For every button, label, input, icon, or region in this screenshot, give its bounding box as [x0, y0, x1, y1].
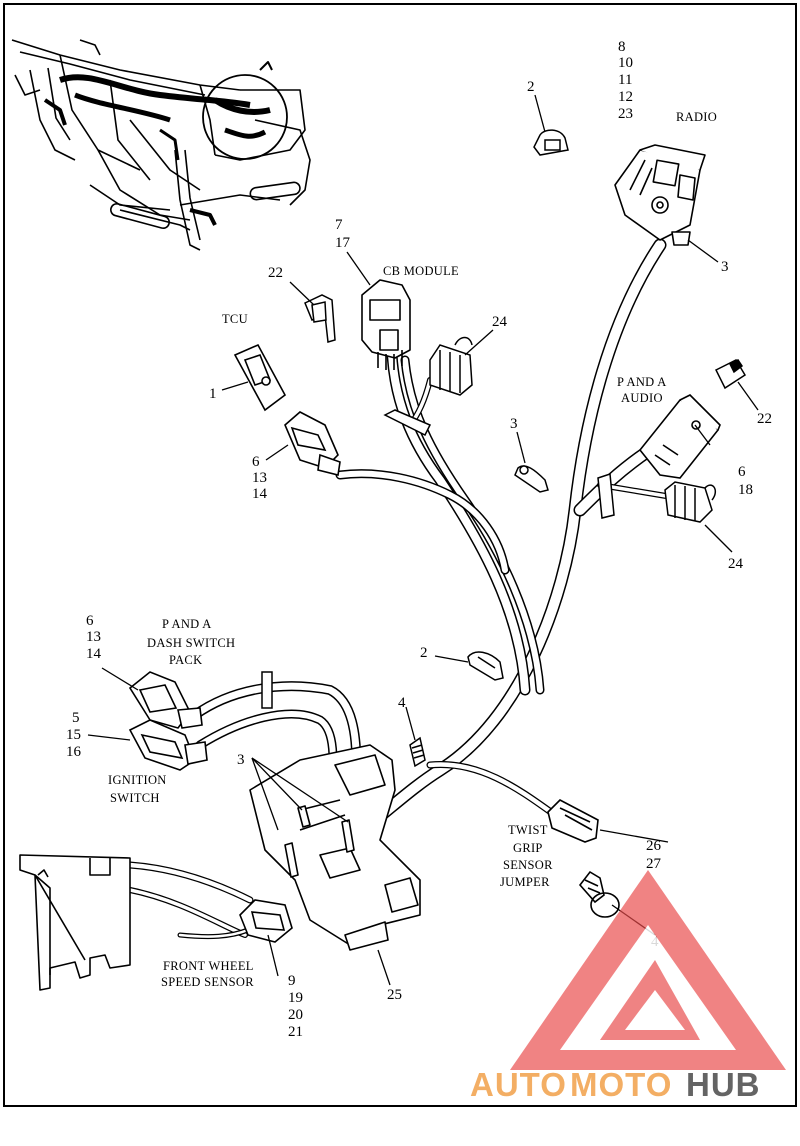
- front-wheel-ref-9: 9: [288, 973, 296, 989]
- pa-dash-label-1: P AND A: [162, 617, 212, 631]
- ignition-ref-15: 15: [66, 727, 81, 743]
- mid-cable-tie: [514, 465, 549, 493]
- cb-module-connector: [361, 279, 411, 370]
- tcu-conn-ref-6: 6: [252, 454, 260, 470]
- ignition-ref-5: 5: [72, 710, 80, 726]
- radio-clip-ref: 2: [527, 79, 535, 95]
- audio-strap-tie: [597, 472, 615, 519]
- radio-ref-11: 11: [618, 72, 632, 88]
- watermark-text-auto: AUTO: [470, 1066, 567, 1103]
- front-wheel-label-2: SPEED SENSOR: [161, 975, 254, 989]
- dash-switch-connector: [128, 671, 203, 729]
- radio-ref-8: 8: [618, 39, 626, 55]
- front-wheel-label-1: FRONT WHEEL: [163, 959, 254, 973]
- pa-audio-label-1: P AND A: [617, 375, 667, 389]
- radio-ref-12: 12: [618, 89, 633, 105]
- harness-wires: [126, 238, 693, 940]
- cb-bracket-ref: 22: [268, 265, 283, 281]
- pa-audio-label-2: AUDIO: [621, 391, 663, 405]
- tcu-label: TCU: [222, 312, 248, 326]
- frame-locator-thumbnail: [11, 39, 311, 251]
- tcu-ref: 1: [209, 386, 217, 402]
- radio-clip: [533, 129, 569, 156]
- cb-ref-7: 7: [335, 217, 343, 233]
- diagram-border: [3, 3, 797, 1107]
- anchor-clip: [409, 736, 426, 768]
- twist-grip-label-4: JUMPER: [500, 875, 550, 889]
- twist-grip-connector: [547, 799, 599, 843]
- radio-ref-10: 10: [618, 55, 633, 71]
- ignition-ref-16: 16: [66, 744, 82, 760]
- tcu-conn-ref-13: 13: [252, 470, 267, 486]
- pa-dash-label-3: PACK: [169, 653, 202, 667]
- cb-bracket: [304, 294, 336, 343]
- cb-module-label: CB MODULE: [383, 264, 459, 278]
- tcu-connector: [233, 343, 287, 412]
- audio-bracket: [714, 359, 747, 390]
- pa-dash-label-2: DASH SWITCH: [147, 636, 235, 650]
- front-wheel-sensor-connector: [239, 899, 293, 943]
- audio-cap: [664, 481, 717, 523]
- twist-grip-ref-26: 26: [646, 838, 662, 854]
- dash-ref-13: 13: [86, 629, 101, 645]
- screw-clip: [578, 870, 620, 918]
- cb-ref-17: 17: [335, 235, 351, 251]
- watermark-text-hub: HUB: [686, 1066, 761, 1103]
- pa-audio-cap-ref: 24: [728, 556, 744, 572]
- anchor-clip-ref: 4: [398, 695, 406, 711]
- front-wheel-ref-20: 20: [288, 1007, 303, 1023]
- pa-audio-bracket-ref: 22: [757, 411, 772, 427]
- fork-ties-ref: 3: [237, 752, 245, 768]
- watermark-logo-icon: [510, 870, 786, 1070]
- front-wheel-ref-21: 21: [288, 1024, 303, 1040]
- lower-clip: [467, 651, 504, 681]
- pa-audio-ref-6: 6: [738, 464, 746, 480]
- harness-cover: [249, 744, 421, 951]
- tcu-harness-connector: [284, 411, 341, 476]
- radio-connector: [614, 144, 706, 246]
- ignition-label-1: IGNITION: [108, 773, 167, 787]
- dash-ref-6: 6: [86, 613, 94, 629]
- harness-cover-ref: 25: [387, 987, 402, 1003]
- twist-grip-label-3: SENSOR: [503, 858, 553, 872]
- automotohub-watermark: AUTO MOTO HUB: [470, 870, 786, 1103]
- front-wheel-ref-19: 19: [288, 990, 303, 1006]
- twist-grip-label-1: TWIST: [508, 823, 548, 837]
- audio-connector: [638, 394, 721, 479]
- radio-tie-ref: 3: [721, 259, 729, 275]
- fairing-bracket: [19, 854, 131, 991]
- twist-grip-label-2: GRIP: [513, 841, 543, 855]
- ignition-label-2: SWITCH: [110, 791, 160, 805]
- radio-ref-23: 23: [618, 106, 633, 122]
- ignition-switch-connector: [128, 719, 208, 771]
- pa-audio-ref-18: 18: [738, 482, 753, 498]
- cb-cap-ref: 24: [492, 314, 508, 330]
- twist-grip-ref-27: 27: [646, 856, 662, 872]
- radio-label: RADIO: [676, 110, 717, 124]
- tcu-conn-ref-14: 14: [252, 486, 268, 502]
- lower-clip-ref: 2: [420, 645, 428, 661]
- dash-cable-tie: [261, 671, 273, 709]
- cb-cap: [429, 336, 473, 396]
- dash-ref-14: 14: [86, 646, 102, 662]
- watermark-text-moto: MOTO: [570, 1066, 672, 1103]
- cb-strap-tie: [383, 409, 432, 437]
- mid-tie-ref: 3: [510, 416, 518, 432]
